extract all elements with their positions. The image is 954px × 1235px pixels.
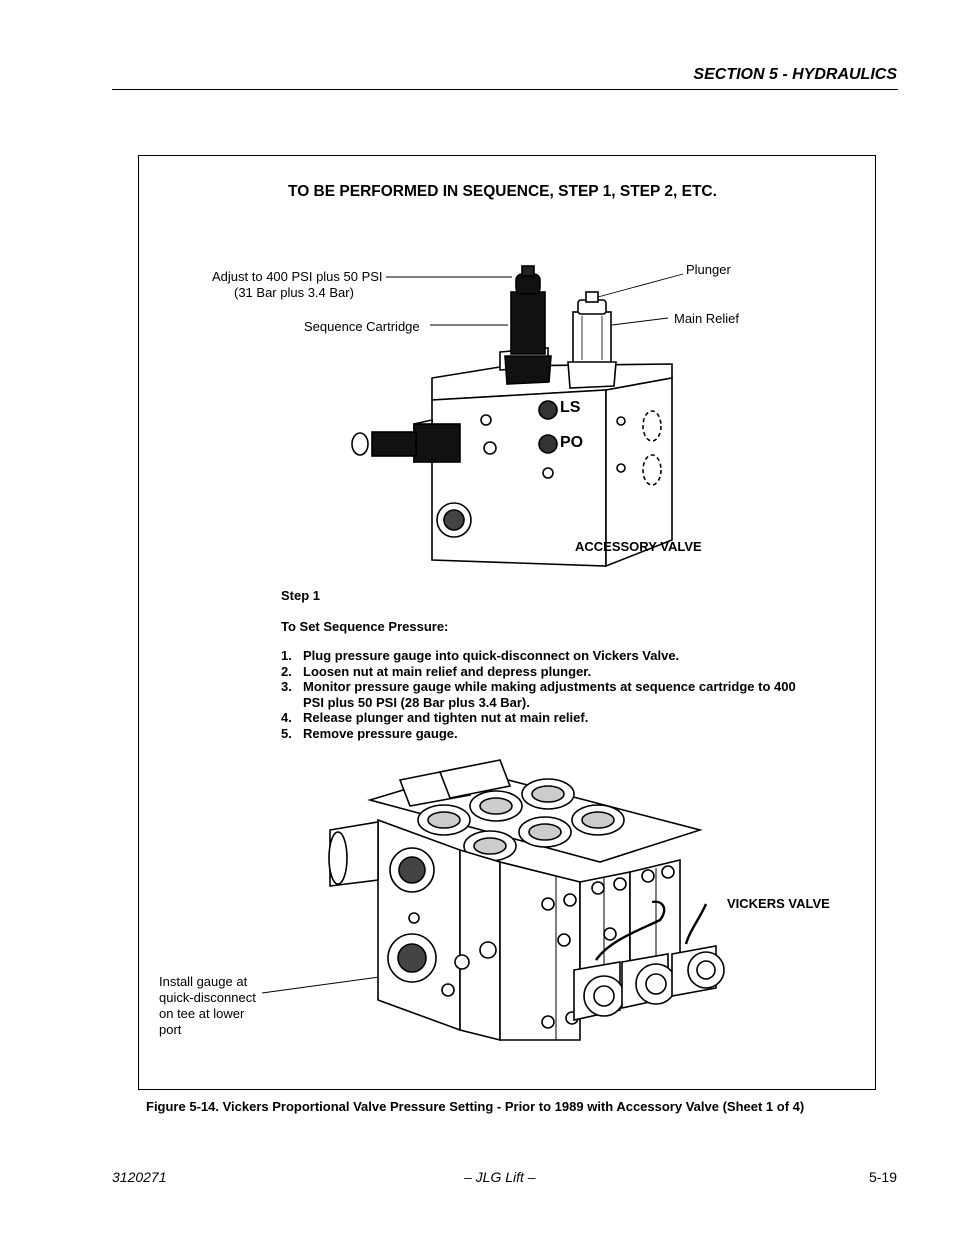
step-list: 1.Plug pressure gauge into quick-disconn… (281, 648, 801, 741)
install-gauge-line2: quick-disconnect (159, 990, 256, 1005)
install-gauge-line1: Install gauge at (159, 974, 248, 989)
figure-frame (138, 155, 876, 1090)
step-subtitle: To Set Sequence Pressure: (281, 619, 449, 634)
step-title: Step 1 (281, 588, 321, 603)
list-item: 2.Loosen nut at main relief and depress … (281, 663, 592, 679)
list-item: 4.Release plunger and tighten nut at mai… (281, 710, 589, 725)
install-gauge-line3: on tee at lower (159, 1006, 245, 1021)
po-port-label: PO (560, 434, 584, 451)
sequence-banner: TO BE PERFORMED IN SEQUENCE, STEP 1, STE… (288, 183, 717, 200)
vickers-valve-label: VICKERS VALVE (727, 896, 830, 911)
section-title: SECTION 5 - HYDRAULICS (693, 66, 897, 83)
header-rule (112, 89, 898, 90)
doc-number: 3120271 (112, 1169, 167, 1185)
adjust-callout-line2: (31 Bar plus 3.4 Bar) (234, 285, 354, 300)
main-relief-label: Main Relief (674, 311, 740, 326)
figure-caption: Figure 5-14. Vickers Proportional Valve … (146, 1099, 805, 1114)
list-item: 5.Remove pressure gauge. (281, 725, 458, 741)
adjust-callout-line1: Adjust to 400 PSI plus 50 PSI (212, 269, 383, 284)
footer-publisher: – JLG Lift – (464, 1169, 536, 1185)
step-instructions: Step 1 To Set Sequence Pressure: 1.Plug … (281, 588, 801, 741)
accessory-valve-label: ACCESSORY VALVE (575, 539, 702, 554)
page-number: 5-19 (868, 1169, 897, 1185)
list-item: 3.Monitor pressure gauge while making ad… (281, 679, 796, 710)
accessory-valve-illustration (351, 265, 684, 568)
plunger-label: Plunger (686, 262, 731, 277)
sequence-cartridge-label: Sequence Cartridge (304, 319, 420, 334)
install-gauge-line4: port (159, 1022, 182, 1037)
ls-port-label: LS (560, 399, 581, 416)
list-item: 1.Plug pressure gauge into quick-disconn… (281, 648, 680, 663)
vickers-valve-illustration (261, 759, 725, 1042)
